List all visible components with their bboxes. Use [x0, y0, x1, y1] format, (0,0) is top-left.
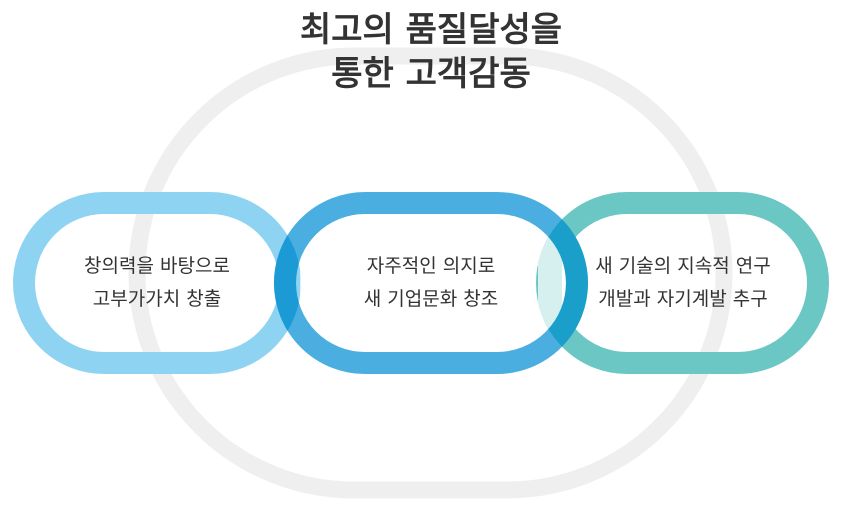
node-independence-line-1: 자주적인 의지로 — [366, 255, 496, 277]
node-independence-label: 자주적인 의지로 새 기업문화 창조 — [321, 250, 541, 316]
overlap-right — [536, 192, 588, 374]
overlap-left — [274, 192, 301, 374]
title-line-1: 최고의 품질달성을 — [299, 10, 563, 50]
node-creativity-line-2: 고부가가치 창출 — [92, 288, 222, 310]
node-research-label: 새 기술의 지속적 연구 개발과 자기계발 추구 — [573, 250, 793, 316]
diagram-title: 최고의 품질달성을 통한 고객감동 — [0, 8, 862, 96]
node-research-line-2: 개발과 자기계발 추구 — [598, 288, 768, 310]
outer-ring — [128, 47, 733, 499]
node-creativity-line-1: 창의력을 바탕으로 — [84, 255, 230, 277]
overlap-fill-left — [300, 216, 301, 351]
node-research-line-1: 새 기술의 지속적 연구 — [595, 255, 771, 277]
node-independence-line-2: 새 기업문화 창조 — [363, 288, 499, 310]
node-creativity-label: 창의력을 바탕으로 고부가가치 창출 — [47, 250, 267, 316]
title-line-2: 통한 고객감동 — [331, 54, 531, 94]
